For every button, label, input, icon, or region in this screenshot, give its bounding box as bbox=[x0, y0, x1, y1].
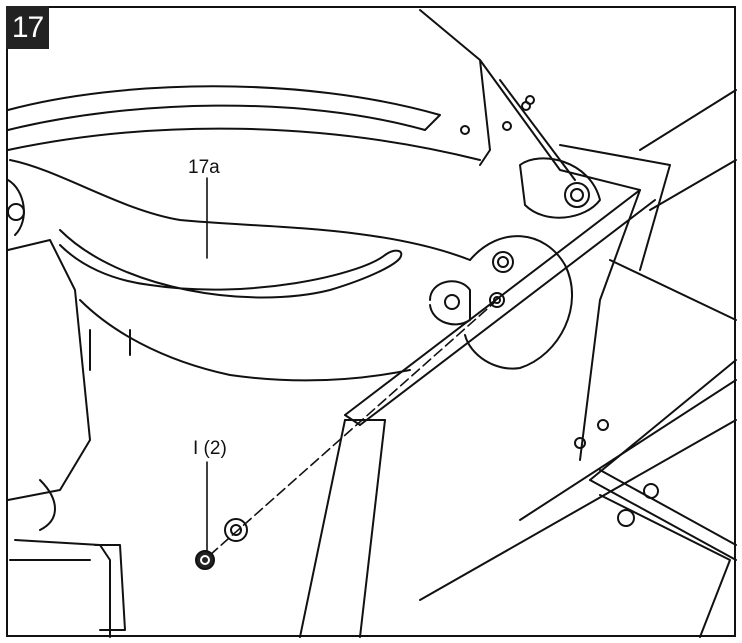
figure-frame bbox=[6, 6, 736, 637]
base-plates bbox=[419, 259, 737, 638]
left-motor-housing bbox=[7, 179, 126, 638]
nut-icon bbox=[195, 550, 215, 570]
callout-label-17a: 17a bbox=[188, 157, 220, 178]
upper-blade-guard bbox=[7, 9, 491, 166]
right-frame-rail bbox=[479, 59, 737, 461]
assembly-path-line bbox=[209, 301, 496, 556]
diagonal-slat bbox=[299, 189, 656, 638]
callout-label-fastener: I (2) bbox=[193, 438, 227, 459]
pivot-bracket bbox=[429, 235, 574, 370]
washer-icon bbox=[224, 518, 248, 542]
cover-plate-17a bbox=[9, 159, 471, 382]
step-number-badge: 17 bbox=[6, 6, 49, 49]
